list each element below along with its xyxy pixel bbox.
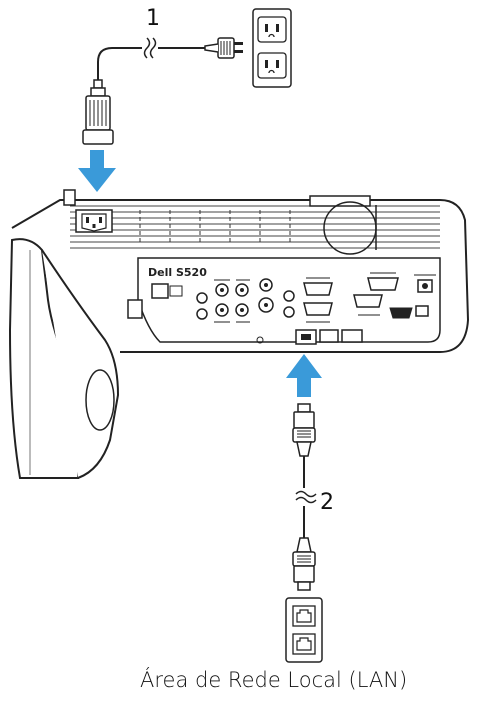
break-mark-icon bbox=[295, 490, 317, 504]
lan-caption: Área de Rede Local (LAN) bbox=[140, 668, 408, 692]
ac-power-plug-icon bbox=[204, 37, 243, 59]
break-mark-icon bbox=[143, 37, 157, 59]
ac-power-socket bbox=[75, 209, 113, 233]
lan-cable: 2 bbox=[292, 403, 334, 591]
callout-1: 1 bbox=[146, 6, 160, 31]
rj45-wall-jack-icon bbox=[285, 597, 323, 663]
callout-2: 2 bbox=[320, 490, 334, 515]
power-cable: 1 bbox=[82, 6, 243, 145]
io-panel: Dell S520 bbox=[137, 257, 441, 345]
model-label: Dell S520 bbox=[148, 266, 207, 279]
rj45-plug-icon bbox=[292, 403, 316, 457]
projector: Dell S520 bbox=[8, 189, 470, 479]
arrow-down-icon bbox=[78, 150, 116, 192]
rj45-plug-icon bbox=[292, 537, 316, 591]
lan-port bbox=[295, 329, 317, 345]
arrow-up-icon bbox=[286, 354, 322, 397]
power-outlet-icon bbox=[252, 8, 292, 88]
